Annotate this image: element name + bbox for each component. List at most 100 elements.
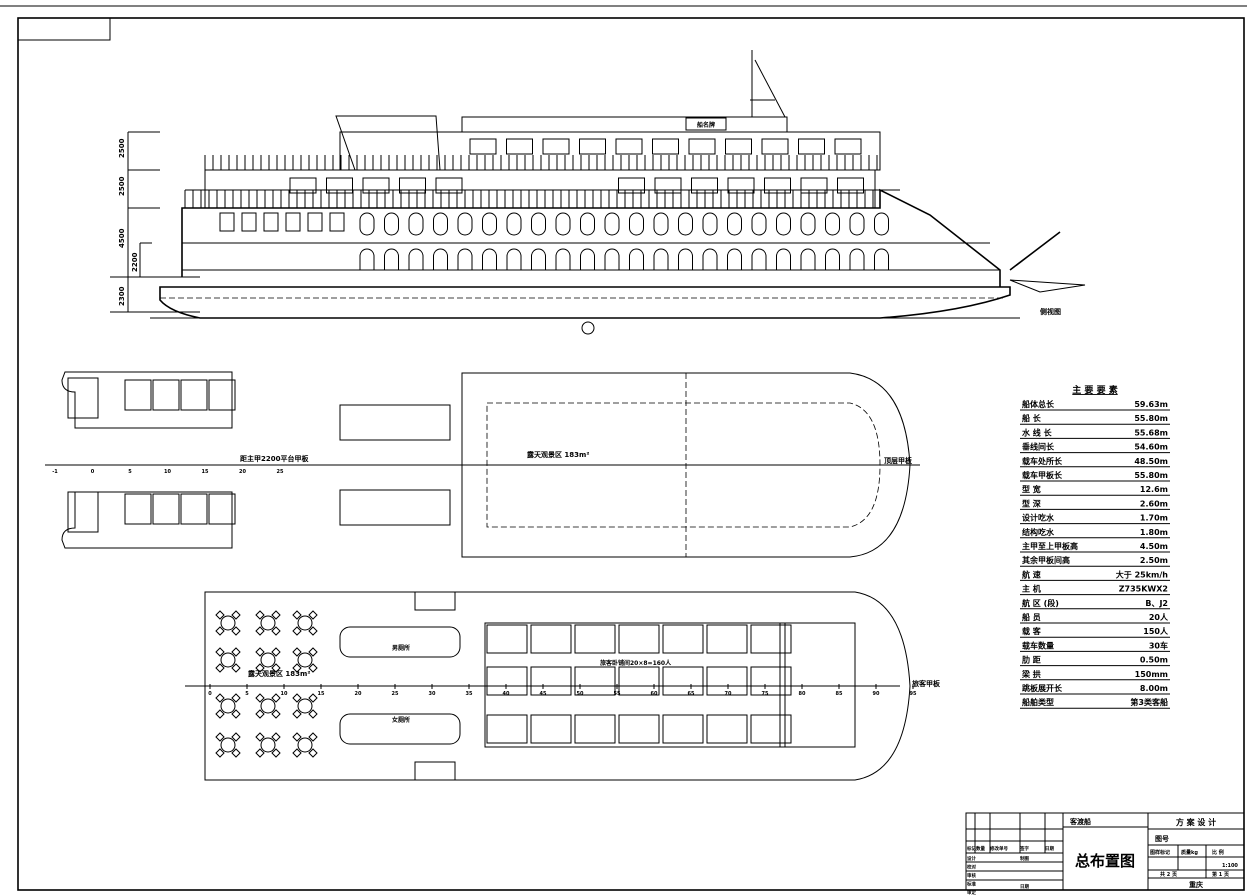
- spec-value: 1.80m: [1140, 528, 1168, 537]
- sleeper-cabin: [662, 666, 704, 696]
- window: [761, 138, 789, 155]
- role-label: 日期: [1020, 883, 1029, 890]
- spec-label: 载车处所长: [1022, 456, 1063, 466]
- spec-label: 设计吃水: [1022, 513, 1055, 523]
- spec-value: 55.68m: [1134, 428, 1168, 437]
- arched-opening: [874, 248, 889, 270]
- frame-number: 35: [466, 691, 473, 697]
- spec-label: 船体总长: [1022, 399, 1055, 409]
- window: [615, 138, 643, 155]
- arched-opening: [457, 248, 473, 270]
- dining-table: [260, 615, 276, 631]
- arched-opening: [433, 248, 448, 270]
- spec-label: 型 深: [1022, 498, 1041, 508]
- dining-table: [220, 698, 236, 714]
- sleeper-cabin: [618, 666, 660, 696]
- porthole-window: [653, 212, 669, 236]
- sheet-number: 第 1 页: [1212, 871, 1229, 878]
- window: [241, 212, 257, 232]
- sleeper-cabin: [486, 666, 528, 696]
- spec-value: Z735KWX2: [1119, 585, 1168, 594]
- window: [837, 177, 864, 194]
- arched-opening: [482, 248, 497, 270]
- sleeper-cabin: [750, 624, 792, 654]
- cabin: [208, 379, 236, 411]
- role-label: 设计: [967, 855, 976, 862]
- dining-table: [220, 652, 236, 668]
- window: [688, 138, 716, 155]
- top-deck-label: 顶层甲板: [884, 456, 913, 465]
- revision-header: 修改单号: [989, 845, 1008, 852]
- platform-frame-number: 15: [202, 469, 209, 475]
- chair: [292, 732, 318, 758]
- cabin-note: 旅客卧铺间20×8=160人: [599, 659, 672, 667]
- sleeper-cabin: [486, 714, 528, 744]
- cabin: [180, 493, 208, 525]
- platform-frame-number: 25: [277, 469, 284, 475]
- dining-table: [260, 698, 276, 714]
- arched-opening: [653, 248, 669, 270]
- awning-frame: [339, 404, 451, 441]
- platform-deck-plans: 距主甲2200平台甲板: [45, 371, 340, 549]
- arched-opening: [555, 248, 571, 270]
- stairway: [67, 491, 99, 533]
- frame-number: 40: [503, 691, 510, 697]
- stair-starboard: [414, 761, 456, 781]
- spec-label: 航 速: [1022, 569, 1041, 579]
- stairway: [67, 377, 99, 419]
- window: [469, 138, 497, 155]
- cabin: [208, 493, 236, 525]
- passenger-deck-outline: [204, 591, 911, 781]
- platform-frame-number: 10: [164, 469, 171, 475]
- chair: [292, 610, 318, 636]
- mark-label: 图样标记: [1150, 849, 1170, 856]
- ship-type: 客渡船: [1069, 817, 1091, 826]
- stair-port: [414, 591, 456, 611]
- spec-label: 梁 拱: [1021, 669, 1041, 679]
- frame-number: 65: [688, 691, 695, 697]
- porthole-window: [800, 212, 816, 236]
- side-profile-view: 2500 2500 4500 2200 2300 船名牌 侧视图: [110, 50, 1086, 335]
- window: [362, 177, 390, 194]
- drawing-title: 总布置图: [1075, 852, 1135, 870]
- arched-opening: [776, 248, 791, 270]
- window: [263, 212, 279, 232]
- dining-table: [220, 737, 236, 753]
- porthole-window: [580, 212, 595, 236]
- role-label: 校对: [967, 864, 976, 871]
- window: [289, 177, 317, 194]
- frame-number: 75: [762, 691, 769, 697]
- arched-opening: [800, 248, 816, 270]
- porthole-window: [555, 212, 571, 236]
- spec-label: 主甲至上甲板高: [1022, 541, 1078, 551]
- window: [618, 177, 645, 194]
- sleeper-cabin: [662, 624, 704, 654]
- frame-number: 85: [836, 691, 843, 697]
- spec-value: 30车: [1149, 640, 1168, 650]
- window: [285, 212, 301, 232]
- revision-header: 标记数量: [966, 845, 985, 852]
- design-stage: 方 案 设 计: [1176, 817, 1216, 827]
- sleeper-cabin: [750, 714, 792, 744]
- chair: [215, 732, 241, 758]
- spec-label: 航 区 (段): [1022, 598, 1059, 608]
- window: [800, 177, 828, 194]
- dim-upper: 2500: [118, 138, 126, 158]
- spec-value: 1.70m: [1140, 514, 1168, 523]
- arched-opening: [359, 248, 375, 270]
- place: 重庆: [1189, 880, 1203, 889]
- chair: [255, 610, 281, 636]
- spec-value: 12.6m: [1140, 485, 1168, 494]
- arched-opening: [849, 248, 865, 270]
- frame-number: 5: [245, 691, 249, 697]
- platform-frame-number: 0: [91, 469, 95, 475]
- dim-depth: 2300: [118, 286, 126, 306]
- window: [579, 138, 606, 155]
- propeller-symbol: [581, 321, 595, 335]
- spec-value: 54.60m: [1134, 443, 1168, 452]
- cabin: [124, 493, 152, 525]
- porthole-window: [849, 212, 865, 236]
- name-board-text: 船名牌: [697, 121, 715, 129]
- arched-opening: [629, 248, 644, 270]
- arched-opening: [408, 248, 424, 270]
